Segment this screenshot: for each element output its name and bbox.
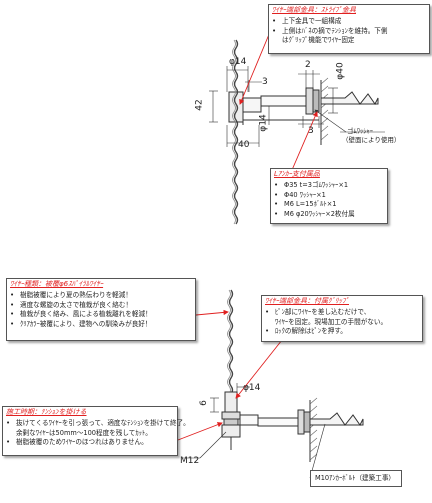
callout-title: ﾜｲﾔｰ端部金具：ｽﾄﾗｲﾌﾟ金具 bbox=[272, 6, 356, 14]
leader-wire-top bbox=[239, 31, 271, 105]
callout-item: Φ40 ﾜｯｼｬｰ×1 bbox=[274, 191, 387, 201]
callout-item: 上下金具で一組構成 bbox=[272, 17, 429, 27]
callout-item: はｸﾞﾘｯﾌﾟ機能でﾜｲﾔｰ固定 bbox=[282, 36, 355, 45]
callout-item: M6 φ20ﾜｯｼｬｰ×2枚付属 bbox=[274, 210, 387, 220]
dim-6: 6 bbox=[198, 400, 209, 406]
callout-item: ﾛｯｸの解除はﾋﾟﾝを押す。 bbox=[265, 327, 422, 337]
dim-phi14-top: φ14 bbox=[229, 57, 247, 67]
anchor-parts-callout: Lｱﾝｶｰ支付属品 Φ35 t=3ゴﾑﾜｯｼｬｰ×1 Φ40 ﾜｯｼｬｰ×1 M… bbox=[270, 168, 388, 224]
wire-type-callout: ﾜｲﾔｰ種類：被覆φ6ｽﾊﾟｲﾗﾙﾜｲﾔｰ 樹脂被覆により夏の熱伝わりを軽減！ … bbox=[6, 278, 196, 341]
dim-m12: M12 bbox=[180, 456, 200, 466]
dim-phi40: φ40 bbox=[335, 62, 346, 80]
callout-title: 施工時期：ﾃﾝｼｮﾝを掛ける bbox=[6, 408, 87, 416]
callout-title: ﾜｲﾔｰ種類：被覆φ6ｽﾊﾟｲﾗﾙﾜｲﾔｰ bbox=[10, 280, 104, 288]
top-bracket bbox=[228, 87, 379, 125]
dim-42: 42 bbox=[194, 99, 205, 111]
callout-item: ﾜｲﾔｰを固定。現場加工の手間がない。 bbox=[275, 317, 388, 326]
callout-item: 適度な螺旋の太さで植栽が良く絡む！ bbox=[10, 301, 195, 311]
bottom-bracket bbox=[221, 391, 364, 450]
callout-item: 樹脂被覆により夏の熱伝わりを軽減！ bbox=[10, 291, 195, 301]
m12-leader bbox=[199, 431, 227, 459]
callout-item: ｸﾘｱｶﾗｰ被覆により、建物への馴染みが良好！ bbox=[10, 320, 195, 330]
wire-grip-callout: ﾜｲﾔｰ端部金具：付属ｸﾞﾘｯﾌﾟ ﾋﾟﾝ部にﾜｲﾔｰを差し込むだけで、 ﾜｲﾔ… bbox=[261, 295, 423, 342]
top-dimension-lines bbox=[209, 66, 338, 147]
rubber-washer-label: ゴﾑﾜｯｼｬｰ bbox=[347, 127, 373, 135]
rubber-washer-note: （壁面により使用） bbox=[342, 136, 401, 144]
construction-callout: 施工時期：ﾃﾝｼｮﾝを掛ける 抜けてくるﾜｲﾔｰを引っ張って、適度なﾃﾝｼｮﾝを… bbox=[2, 406, 190, 456]
bottom-dimension-lines bbox=[210, 383, 250, 413]
dim-3-top: 3 bbox=[262, 77, 268, 87]
anchor-bolt-label-box: M10ｱﾝｶｰﾎﾞﾙﾄ（建築工事） bbox=[310, 470, 402, 487]
callout-title: ﾜｲﾔｰ端部金具：付属ｸﾞﾘｯﾌﾟ bbox=[265, 297, 349, 305]
anchor-bolt-label: M10ｱﾝｶｰﾎﾞﾙﾄ（建築工事） bbox=[315, 474, 396, 482]
anchor-bolt-leader bbox=[309, 423, 326, 479]
leader-parts bbox=[291, 111, 318, 171]
callout-item: 抜けてくるﾜｲﾔｰを引っ張って、適度なﾃﾝｼｮﾝを掛けて終了。 bbox=[6, 419, 190, 429]
top-wall-hatch bbox=[320, 77, 329, 145]
rubber-washer-leader bbox=[314, 109, 347, 133]
dim-2: 2 bbox=[305, 60, 311, 70]
bottom-wall-hatch bbox=[309, 397, 318, 462]
dim-phi14-bottom: φ14 bbox=[243, 383, 261, 393]
top-wire bbox=[233, 39, 239, 225]
dim-40: 40 bbox=[238, 140, 250, 150]
callout-item: ﾋﾟﾝ部にﾜｲﾔｰを差し込むだけで、 bbox=[265, 308, 422, 318]
leader-construction bbox=[177, 422, 223, 441]
leader-wire-type bbox=[195, 309, 229, 316]
dim-3-side: 3 bbox=[308, 126, 314, 136]
callout-item: 植栽が良く絡み、風による植栽離れを軽減！ bbox=[10, 310, 195, 320]
dim-phi14-side: φ14 bbox=[258, 114, 269, 132]
callout-item: 樹脂被覆のためﾜｲﾔｰのほつれはありません。 bbox=[6, 438, 177, 448]
callout-item: M6 L=15ﾎﾞﾙﾄ×1 bbox=[274, 200, 387, 210]
callout-item: 余剰なﾜｲﾔｰは50mm～100程度を残してｶｯﾄ。 bbox=[16, 428, 152, 437]
wire-end-top-callout: ﾜｲﾔｰ端部金具：ｽﾄﾗｲﾌﾟ金具 上下金具で一組構成 上側はﾊﾞﾈの摘でﾃﾝｼ… bbox=[268, 4, 430, 54]
callout-item: Φ35 t=3ゴﾑﾜｯｼｬｰ×1 bbox=[274, 181, 387, 191]
callout-title: Lｱﾝｶｰ支付属品 bbox=[274, 170, 320, 178]
callout-item: 上側はﾊﾞﾈの摘でﾃﾝｼｮﾝを維持。下側 bbox=[272, 27, 429, 37]
leader-grip bbox=[235, 339, 283, 399]
